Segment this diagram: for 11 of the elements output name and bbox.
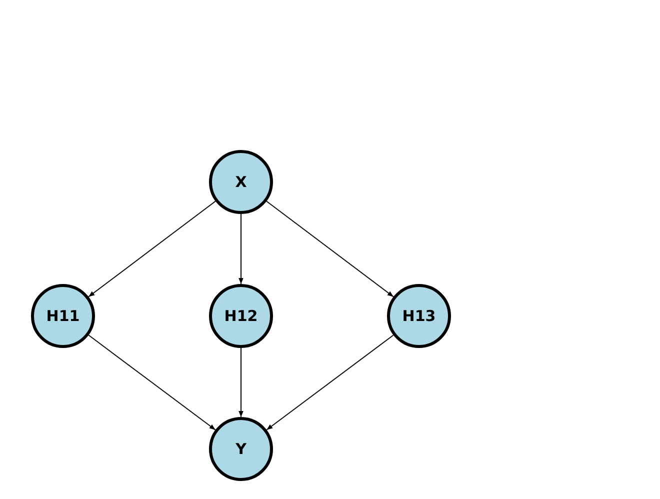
arrow [266,200,394,298]
arrow [88,334,216,430]
node-label: X [235,172,247,192]
arrow [238,214,244,284]
node-label: H12 [224,306,258,326]
arrow [266,334,394,430]
node-label: Y [236,440,246,458]
arrow [88,200,216,298]
arrow [238,348,244,418]
node-label: H13 [402,306,436,326]
node-label: H11 [46,306,80,326]
